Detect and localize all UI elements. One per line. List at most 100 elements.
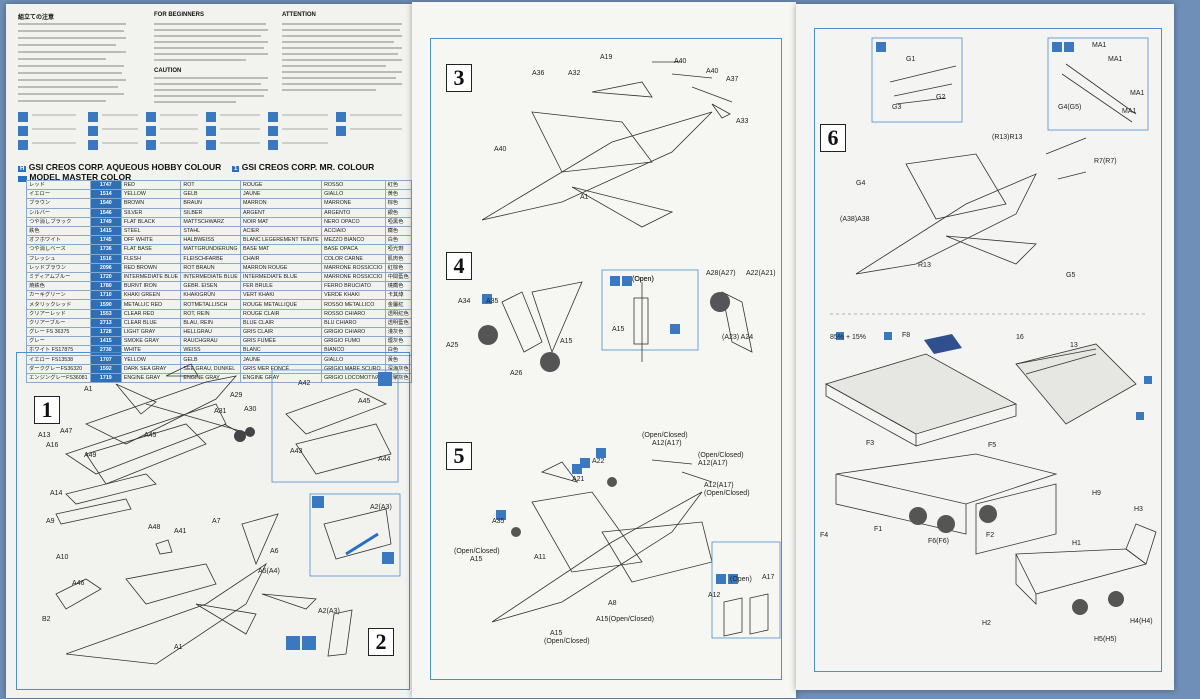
part-label: A12(A17) bbox=[652, 440, 682, 447]
part-label: F8 bbox=[902, 332, 911, 339]
part-label: (Open) bbox=[730, 576, 752, 583]
step-1-2-frame bbox=[16, 352, 410, 690]
colour-cell-cn: 紅色 bbox=[384, 179, 413, 191]
part-label: A33 bbox=[736, 118, 749, 125]
part-label: A26 bbox=[510, 370, 523, 377]
part-label: A1 bbox=[84, 386, 93, 393]
part-label: (Open/Closed) bbox=[544, 638, 590, 645]
part-label: A46 bbox=[72, 580, 85, 587]
part-label: (A38)A38 bbox=[840, 216, 870, 223]
part-label: (R13)R13 bbox=[992, 134, 1023, 141]
part-label: A15 bbox=[470, 556, 483, 563]
part-label: MA1 bbox=[1122, 108, 1137, 115]
part-label: A32 bbox=[568, 70, 581, 77]
step-3-5-frame bbox=[430, 38, 782, 680]
part-label: A21 bbox=[572, 476, 585, 483]
part-label: A16 bbox=[46, 442, 59, 449]
part-label: F1 bbox=[874, 526, 883, 533]
part-label: G4 bbox=[856, 180, 866, 187]
part-label: A47 bbox=[60, 428, 73, 435]
colour-cell-code: 1749 bbox=[89, 216, 122, 227]
part-label: A49 bbox=[84, 452, 97, 459]
part-label: A28(A27) bbox=[706, 270, 736, 277]
part-label: A35 bbox=[486, 298, 499, 305]
colour-cell-fr: NOIR MAT bbox=[240, 216, 323, 227]
part-label: A12(A17) bbox=[698, 460, 728, 467]
col2-heading: FOR BEGINNERS bbox=[154, 12, 205, 18]
part-label: A15(Open/Closed) bbox=[596, 616, 654, 623]
instruction-page-right: 6 bbox=[796, 4, 1174, 690]
part-label: A35 bbox=[492, 518, 505, 525]
part-label: A36 bbox=[532, 70, 545, 77]
part-label: (A23) A24 bbox=[722, 334, 754, 341]
colour-cell-fr: ENGINE GRAY bbox=[240, 372, 323, 384]
part-label: H5(H5) bbox=[1094, 636, 1117, 643]
part-label: (Open) bbox=[632, 276, 654, 283]
part-label: A15 bbox=[612, 326, 625, 333]
part-label: A6 bbox=[270, 548, 279, 555]
step-1-number: 1 bbox=[34, 396, 60, 424]
part-label: B2 bbox=[42, 616, 51, 623]
part-label: (Open/Closed) bbox=[642, 432, 688, 439]
step-6-number: 6 bbox=[820, 124, 846, 152]
part-label: A41 bbox=[174, 528, 187, 535]
part-label: A7 bbox=[212, 518, 221, 525]
text-block-lines bbox=[18, 23, 402, 150]
part-label: A31 bbox=[214, 408, 227, 415]
part-label: A17 bbox=[762, 574, 775, 581]
part-label: 13 bbox=[1070, 342, 1078, 349]
part-label: A11 bbox=[534, 554, 546, 561]
part-label: A30 bbox=[244, 406, 257, 413]
part-label: G4(G5) bbox=[1058, 104, 1082, 111]
part-label: A8 bbox=[608, 600, 617, 607]
colour-cell-cn: 黄色 bbox=[384, 189, 413, 200]
colour-cell-cn: 啞黑色 bbox=[384, 216, 413, 227]
part-label: F6(F6) bbox=[928, 538, 949, 545]
step-6-frame bbox=[814, 28, 1162, 672]
part-label: MA1 bbox=[1130, 90, 1145, 97]
step-6-drawings bbox=[824, 37, 1157, 615]
colour-cell-cn: 銀色 bbox=[384, 207, 413, 218]
caution-heading: CAUTION bbox=[154, 68, 182, 74]
part-label: A34 bbox=[458, 298, 471, 305]
colour-cell-code: 1546 bbox=[89, 207, 122, 218]
colour-cell-code: 1736 bbox=[89, 244, 122, 255]
colour-header-modelmaster: MODEL MASTER COLOR bbox=[18, 172, 131, 182]
part-label: F4 bbox=[820, 532, 829, 539]
colour-cell-code: 1514 bbox=[89, 189, 122, 200]
part-label: R7(R7) bbox=[1094, 158, 1117, 165]
part-label: A13 bbox=[38, 432, 51, 439]
colour-cell-fr: ACIER bbox=[240, 225, 323, 237]
colour-cell-cn: 鐵色 bbox=[384, 225, 413, 237]
colour-cell-fr: JAUNE bbox=[240, 189, 323, 200]
colour-cell-cn: 白色 bbox=[384, 235, 413, 246]
colour-cell-code: 1747 bbox=[89, 179, 122, 191]
part-label: H4(H4) bbox=[1130, 618, 1153, 625]
part-label: A45 bbox=[144, 432, 157, 439]
step-3-5-drawings bbox=[478, 61, 781, 639]
part-label: A40 bbox=[494, 146, 507, 153]
colour-header-mrcolour: 1 GSI CREOS CORP. MR. COLOUR bbox=[232, 162, 375, 172]
col1-heading: 組立ての注意 bbox=[18, 15, 55, 21]
col3-heading: ATTENTION bbox=[282, 12, 316, 18]
part-label: A19 bbox=[600, 54, 613, 61]
part-label: F2 bbox=[986, 532, 995, 539]
colour-cell-code: 1415 bbox=[89, 225, 122, 237]
colour-header-aqueous: H GSI CREOS CORP. AQUEOUS HOBBY COLOUR bbox=[18, 162, 222, 172]
part-label: A25 bbox=[446, 342, 459, 349]
part-label: H3 bbox=[1134, 506, 1143, 513]
part-label: A40 bbox=[674, 58, 687, 65]
colour-cell-fr: ROUGE bbox=[240, 179, 323, 191]
part-label: A40 bbox=[706, 68, 719, 75]
colour-cell-fr: ARGENT bbox=[240, 207, 323, 218]
part-label: MA1 bbox=[1108, 56, 1123, 63]
part-label: F5 bbox=[988, 442, 997, 449]
